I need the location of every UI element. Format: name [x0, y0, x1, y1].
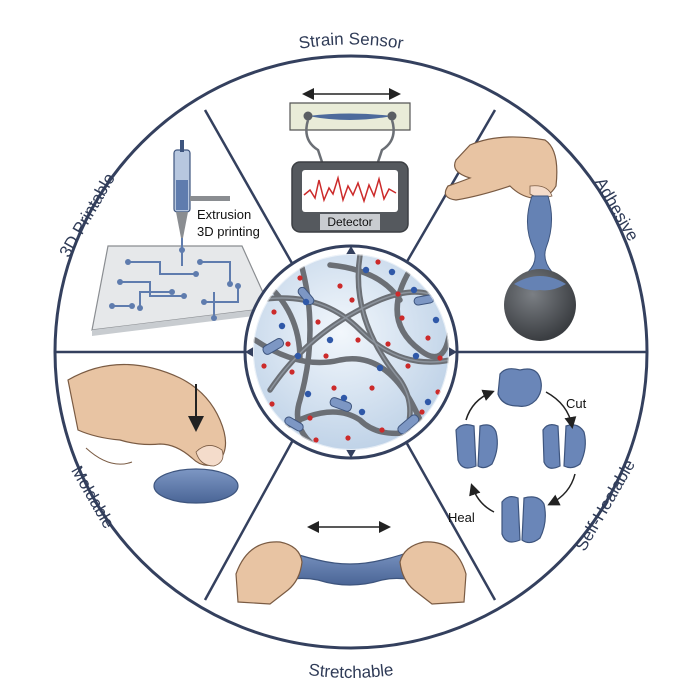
strain-sensor-illustration: Detector	[289, 88, 411, 233]
detector-label: Detector	[327, 215, 372, 229]
left-hand-icon	[235, 541, 303, 605]
right-hand-icon	[399, 541, 467, 605]
heal-label: Heal	[448, 510, 475, 525]
finger-icon	[444, 136, 558, 201]
moldable-illustration	[67, 363, 239, 504]
hydrogel-network-core	[243, 244, 459, 460]
3d-printing-label: 3D printing	[197, 224, 260, 239]
crosslinker-rods	[262, 286, 435, 435]
3d-printable-illustration: Extrusion 3D printing	[91, 140, 271, 336]
extrusion-label: Extrusion	[197, 207, 251, 222]
stretchable-illustration	[235, 521, 467, 605]
adhesive-illustration	[444, 136, 576, 341]
water-molecules	[261, 259, 443, 443]
label-stretchable: Stretchable	[308, 660, 395, 682]
cut-label: Cut	[566, 396, 587, 411]
label-strain-sensor: Strain Sensor	[297, 29, 405, 52]
self-healable-illustration: Cut Heal	[448, 368, 587, 544]
molded-gel	[153, 468, 239, 504]
